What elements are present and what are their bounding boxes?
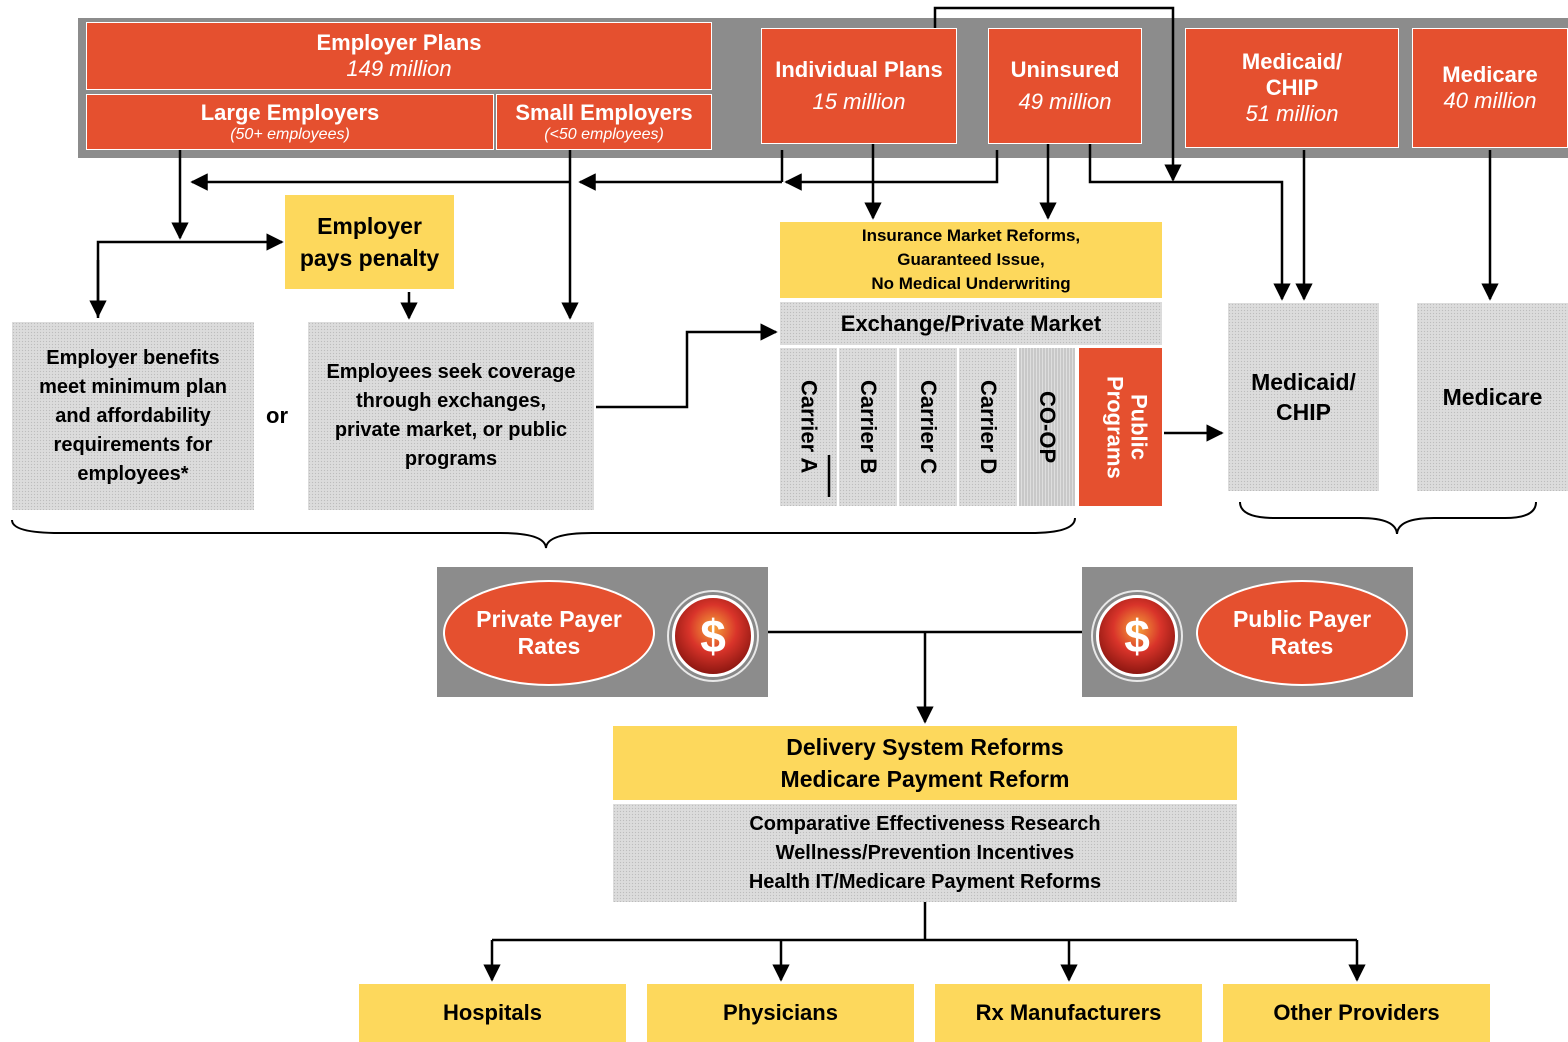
employer-plans-box: Employer Plans 149 million xyxy=(86,22,712,90)
individual-plans-box: Individual Plans 15 million xyxy=(761,28,957,144)
delivery-reforms-box: Delivery System Reforms Medicare Payment… xyxy=(613,726,1237,800)
employees-seek-text: Employees seek coverage through exchange… xyxy=(326,361,576,470)
insurance-reforms-box: Insurance Market Reforms, Guaranteed Iss… xyxy=(780,222,1162,298)
private-payer-rates: Private Payer Rates xyxy=(443,580,655,686)
large-employers-title: Large Employers xyxy=(200,100,380,125)
medicare-top-title: Medicare xyxy=(1442,62,1538,87)
medicaid-chip-top-title-2: CHIP xyxy=(1265,75,1319,100)
provider-label: Physicians xyxy=(723,1000,838,1025)
medicaid-chip-line2: CHIP xyxy=(1276,399,1331,425)
public-payer-line1: Public Payer xyxy=(1232,606,1372,632)
delivery-item: Health IT/Medicare Payment Reforms xyxy=(748,870,1102,893)
provider-label: Other Providers xyxy=(1273,1000,1440,1025)
delivery-item: Comparative Effectiveness Research xyxy=(749,812,1101,835)
employer-benefits-box: Employer benefits meet minimum plan and … xyxy=(12,322,254,510)
delivery-items-box: Comparative Effectiveness Research Welln… xyxy=(613,804,1237,902)
private-dollar-coin-icon: $ xyxy=(672,595,754,677)
medicare-box-label: Medicare xyxy=(1442,383,1543,410)
small-employers-box: Small Employers (<50 employees) xyxy=(496,94,712,150)
delivery-reforms-line1: Delivery System Reforms xyxy=(786,734,1064,760)
provider-label: Rx Manufacturers xyxy=(975,1000,1162,1025)
carrier-a-column: Carrier A xyxy=(780,348,839,506)
or-label: or xyxy=(266,403,288,428)
provider-label: Hospitals xyxy=(442,1000,543,1025)
arrow-to-benefits xyxy=(96,240,180,318)
carrier-b-label: Carrier B xyxy=(856,379,881,475)
employees-seek-box: Employees seek coverage through exchange… xyxy=(308,322,594,510)
large-employers-box: Large Employers (50+ employees) xyxy=(86,94,494,150)
insurance-reforms-line1: Insurance Market Reforms, xyxy=(861,226,1081,245)
medicare-top-box: Medicare 40 million xyxy=(1412,28,1568,148)
carrier-a-label: Carrier A xyxy=(796,380,822,474)
private-payer-line1: Private Payer xyxy=(476,606,622,632)
public-payer-line2: Rates xyxy=(1270,633,1334,659)
small-employers-note: (<50 employees) xyxy=(544,126,664,143)
public-payer-rates: Public Payer Rates xyxy=(1196,580,1408,686)
medicare-box: Medicare xyxy=(1417,303,1568,491)
employer-plans-title: Employer Plans xyxy=(316,30,482,55)
employer-penalty-box: Employer pays penalty xyxy=(285,195,454,289)
carrier-d-label: Carrier D xyxy=(976,379,1001,475)
carrier-c-column: Carrier C xyxy=(899,348,959,506)
provider-rx-manufacturers: Rx Manufacturers xyxy=(935,984,1202,1042)
public-dollar-coin-icon: $ xyxy=(1096,595,1178,677)
coop-label: CO-OP xyxy=(1035,390,1060,464)
insurance-reforms-line3: No Medical Underwriting xyxy=(871,274,1071,293)
uninsured-title: Uninsured xyxy=(1010,57,1120,82)
medicare-top-count: 40 million xyxy=(1443,88,1537,113)
exchange-box: Exchange/Private Market xyxy=(780,302,1162,345)
arrow-seek-to-exchange xyxy=(596,323,778,409)
arrow-top-loop xyxy=(933,6,1182,182)
medicaid-chip-top-count: 51 million xyxy=(1245,101,1339,126)
employer-plans-count: 149 million xyxy=(346,56,452,81)
arrow-uninsured-to-medicaid xyxy=(1088,144,1291,301)
medicaid-chip-line1: Medicaid/ xyxy=(1251,369,1356,395)
insurance-reforms-line2: Guaranteed Issue, xyxy=(897,250,1045,269)
public-programs-label: Public Programs xyxy=(1102,375,1152,479)
arrow-uninsured-left xyxy=(784,150,999,191)
individual-plans-count: 15 million xyxy=(812,89,906,114)
employer-penalty-line1: Employer xyxy=(317,213,422,239)
small-employers-title: Small Employers xyxy=(515,100,693,125)
exchange-label: Exchange/Private Market xyxy=(840,310,1102,336)
carrier-b-column: Carrier B xyxy=(839,348,899,506)
public-programs-column: Public Programs xyxy=(1079,348,1162,506)
employer-benefits-text: Employer benefits meet minimum plan and … xyxy=(39,346,227,485)
carrier-c-label: Carrier C xyxy=(916,379,941,475)
uninsured-count: 49 million xyxy=(1018,89,1112,114)
provider-physicians: Physicians xyxy=(647,984,914,1042)
individual-plans-title: Individual Plans xyxy=(775,57,943,82)
medicaid-chip-top-box: Medicaid/ CHIP 51 million xyxy=(1185,28,1399,148)
provider-hospitals: Hospitals xyxy=(359,984,626,1042)
medicaid-chip-top-title-1: Medicaid/ xyxy=(1241,49,1343,74)
coop-column: CO-OP xyxy=(1019,348,1077,506)
medicaid-chip-box: Medicaid/ CHIP xyxy=(1228,303,1379,491)
delivery-reforms-line2: Medicare Payment Reform xyxy=(780,766,1070,792)
right-brace xyxy=(1239,501,1537,535)
delivery-item: Wellness/Prevention Incentives xyxy=(775,841,1075,864)
carrier-d-column: Carrier D xyxy=(959,348,1019,506)
provider-other: Other Providers xyxy=(1223,984,1490,1042)
large-employers-note: (50+ employees) xyxy=(230,126,350,143)
left-brace xyxy=(11,517,1076,549)
private-payer-line2: Rates xyxy=(517,633,581,659)
uninsured-box: Uninsured 49 million xyxy=(988,28,1142,144)
employer-penalty-line2: pays penalty xyxy=(299,245,440,271)
